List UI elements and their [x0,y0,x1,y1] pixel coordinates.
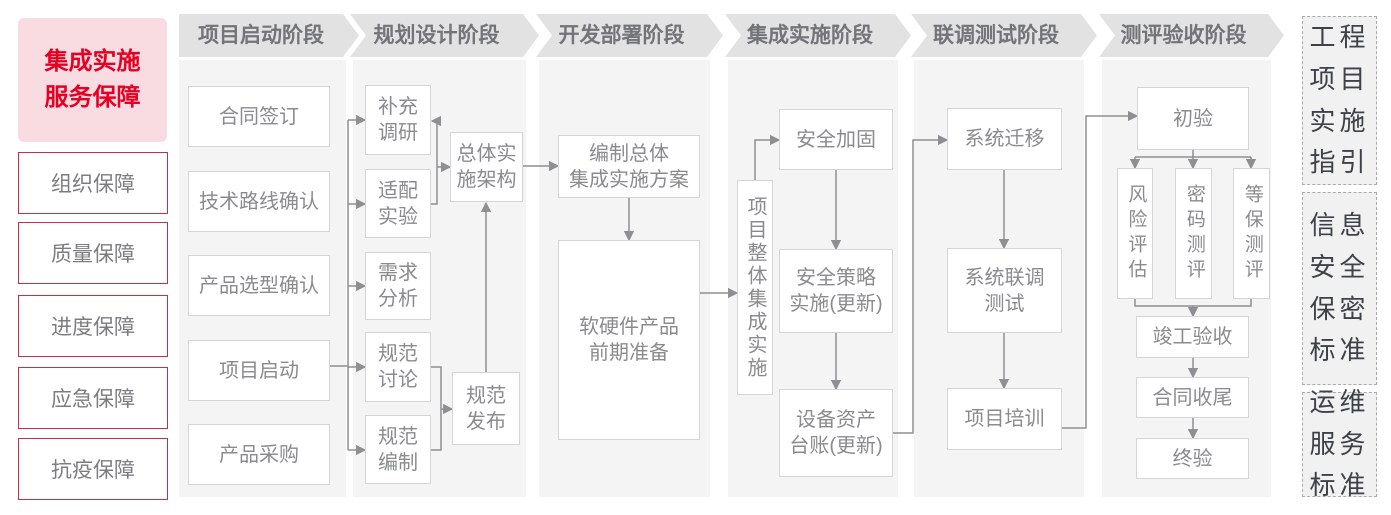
sidebar-title: 集成实施 服务保障 [18,18,167,142]
node-overall-architecture: 总体实 施架构 [450,132,523,202]
node-project-training: 项目培训 [947,388,1062,450]
node-adaptation-test: 适配 实验 [365,169,431,238]
sidebar-item-epidemic: 抗疫保障 [18,438,168,500]
node-requirement-analysis: 需求 分析 [365,252,431,320]
sidebar-item-quality: 质量保障 [18,222,168,284]
node-risk-assessment: 风险评估 [1117,168,1153,299]
node-spec-release: 规范 发布 [452,372,520,445]
reference-ops-service-standard: 运维 服务 标准 [1302,387,1377,500]
node-tech-route-confirm: 技术路线确认 [188,171,330,232]
node-overall-integration: 项目整体集成实施 [737,180,773,395]
node-initial-acceptance: 初验 [1137,87,1249,150]
phase-header-4: 集成实施阶段 [747,24,873,47]
node-asset-ledger: 设备资产 台账(更新) [779,389,893,477]
sidebar-item-emergency: 应急保障 [18,367,168,429]
node-overall-plan: 编制总体 集成实施方案 [558,135,700,198]
node-spec-discussion: 规范 讨论 [365,332,431,402]
node-contract-signing: 合同签订 [188,86,330,147]
node-security-hardening: 安全加固 [779,109,893,170]
node-security-policy: 安全策略 实施(更新) [779,249,893,333]
node-mlps-evaluation: 等保测评 [1233,168,1270,299]
node-final-acceptance: 终验 [1136,438,1249,479]
node-contract-closure: 合同收尾 [1136,377,1249,418]
node-product-procurement: 产品采购 [188,424,330,485]
node-system-migration: 系统迁移 [947,108,1062,170]
node-spec-drafting: 规范 编制 [365,415,431,484]
phase-header-6: 测评验收阶段 [1120,24,1247,47]
node-project-kickoff: 项目启动 [188,340,330,401]
node-product-selection-confirm: 产品选型确认 [188,255,330,316]
node-supplementary-research: 补充 调研 [365,85,431,155]
node-joint-testing: 系统联调 测试 [947,248,1062,333]
sidebar-item-organization: 组织保障 [18,152,168,214]
phase-header-3: 开发部署阶段 [558,24,685,47]
phase-header-2: 规划设计阶段 [373,24,500,47]
node-crypto-evaluation: 密码测评 [1175,168,1212,299]
reference-project-implementation-guide: 工程 项目 实施 指引 [1302,16,1377,185]
reference-infosec-confidentiality-standard: 信息 安全 保密 标准 [1302,192,1377,385]
phase-header-5: 联调测试阶段 [933,24,1059,47]
sidebar-item-schedule: 进度保障 [18,295,168,357]
node-completion-acceptance: 竣工验收 [1136,316,1249,358]
phase-header-1: 项目启动阶段 [198,24,324,47]
node-product-preparation: 软硬件产品 前期准备 [558,240,700,440]
